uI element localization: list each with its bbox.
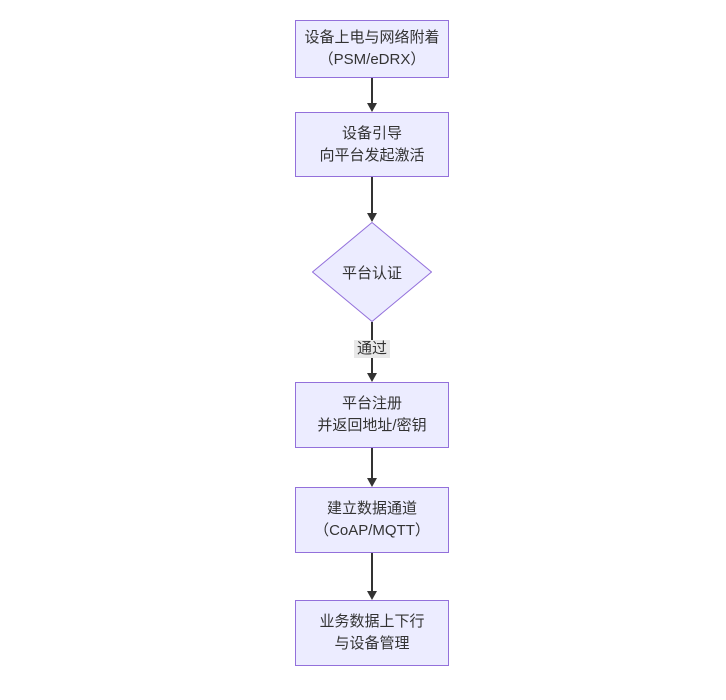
decision-platform-auth: 平台认证 xyxy=(312,222,432,322)
arrowhead-icon xyxy=(366,103,377,112)
node-platform-register: 平台注册 并返回地址/密钥 xyxy=(295,382,449,448)
arrowhead-icon xyxy=(366,591,377,600)
edge-arrow-line xyxy=(371,553,373,591)
node-text-line: （PSM/eDRX） xyxy=(318,51,426,68)
edge-label-pass: 通过 xyxy=(353,340,391,358)
node-data-channel: 建立数据通道 （CoAP/MQTT） xyxy=(295,487,449,553)
node-text-line: 建立数据通道 xyxy=(326,500,417,517)
node-power-on-network-attach: 设备上电与网络附着 （PSM/eDRX） xyxy=(295,20,449,78)
node-text-line: 设备上电与网络附着 xyxy=(304,29,440,46)
node-business-data-device-mgmt: 业务数据上下行 与设备管理 xyxy=(295,600,449,666)
node-text-line: 并返回地址/密钥 xyxy=(317,417,427,434)
arrowhead-icon xyxy=(366,213,377,222)
arrowhead-icon xyxy=(366,478,377,487)
node-bootstrap-activate: 设备引导 向平台发起激活 xyxy=(295,112,449,177)
node-text-line: 设备引导 xyxy=(341,124,402,142)
node-text-line: （CoAP/MQTT） xyxy=(314,522,430,539)
arrowhead-icon xyxy=(366,373,377,382)
diamond-shape-icon xyxy=(312,222,432,322)
edge-arrow-line xyxy=(371,448,373,479)
node-text-line: 向平台发起激活 xyxy=(319,146,425,164)
node-text-line: 平台注册 xyxy=(341,395,402,412)
node-text-line: 与设备管理 xyxy=(334,635,410,652)
decision-label: 平台认证 xyxy=(341,264,402,282)
edge-arrow-line xyxy=(371,177,373,214)
node-text-line: 业务数据上下行 xyxy=(319,613,425,630)
edge-arrow-line xyxy=(371,78,373,104)
